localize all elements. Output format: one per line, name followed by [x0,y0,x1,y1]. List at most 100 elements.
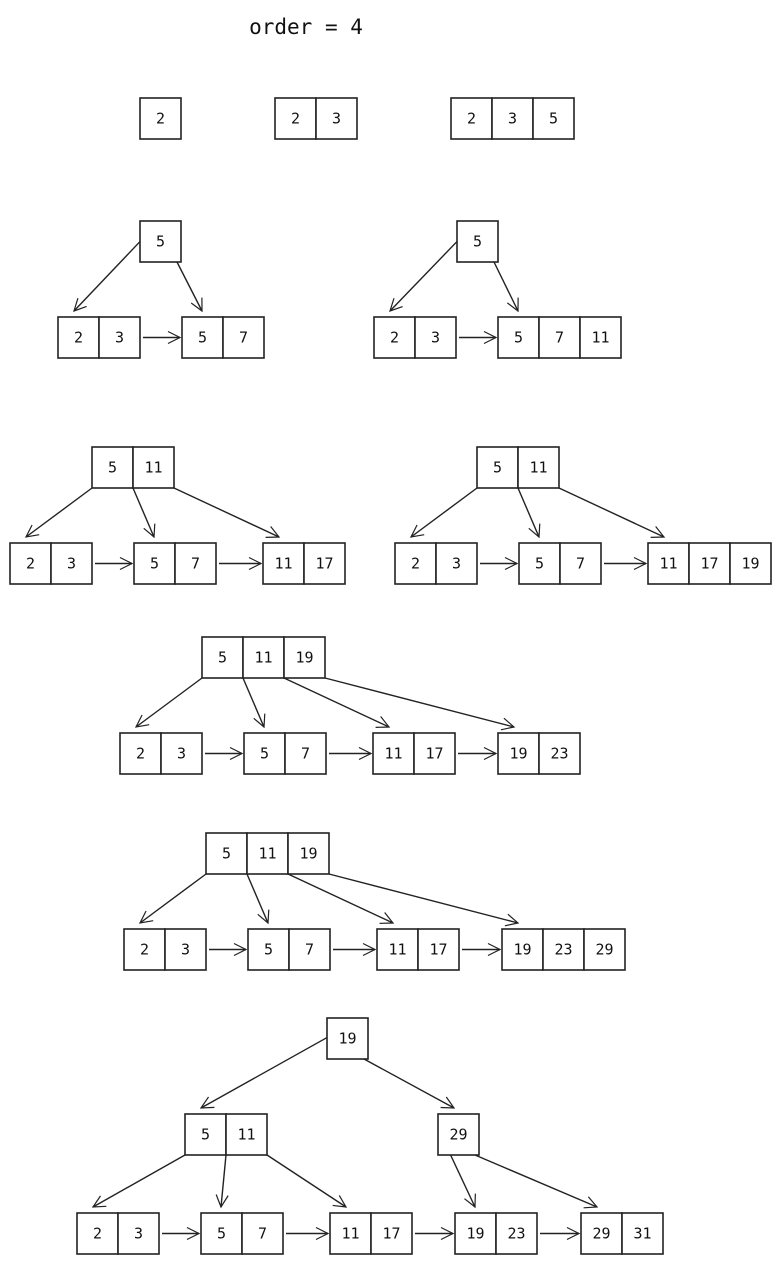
pointer-arrow [389,238,460,312]
pointer-arrow [517,487,541,539]
key-label: 11 [258,845,276,863]
pointer-arrow [283,677,391,728]
key-cell [76,1212,119,1255]
pointer-arrow [474,1154,599,1209]
key-label: 2 [411,555,420,573]
key-label: 2 [136,745,145,763]
key-label: 11 [237,1126,255,1144]
key-cell [729,542,772,585]
key-cell [98,316,141,359]
key-cell [394,542,437,585]
key-cell [184,1113,227,1156]
key-label: 7 [301,745,310,763]
key-label: 7 [555,329,564,347]
pointer-arrow [73,238,143,312]
pointer-arrow [242,677,266,729]
key-cell [315,97,358,140]
key-cell [435,542,478,585]
key-label: 5 [201,1126,210,1144]
pointer-arrow [24,487,93,538]
key-cell [164,928,207,971]
key-cell [225,1113,268,1156]
key-label: 5 [473,233,482,251]
key-label: 5 [108,459,117,477]
key-label: 23 [550,745,568,763]
key-label: 3 [181,941,190,959]
key-label: 7 [576,555,585,573]
key-label: 5 [156,233,165,251]
key-cell [413,732,456,775]
pointer-arrow [493,261,519,313]
key-label: 11 [591,329,609,347]
key-cell [274,97,317,140]
key-cell [538,732,581,775]
key-label: 5 [264,941,273,959]
key-cell [456,220,499,263]
key-label: 7 [258,1225,267,1243]
key-label: 7 [191,555,200,573]
key-cell [532,97,575,140]
key-cell [205,832,248,875]
key-cell [283,636,326,679]
tree-node: 19 [326,1017,369,1060]
key-cell [495,1212,538,1255]
key-label: 3 [115,329,124,347]
key-label: 5 [535,555,544,573]
key-cell [329,1212,372,1255]
key-label: 5 [549,110,558,128]
key-cell [91,446,134,489]
pointer-arrow [409,487,478,538]
key-cell [241,1212,284,1255]
key-cell [326,1017,369,1060]
pointer-arrow [363,1058,456,1109]
key-label: 2 [467,110,476,128]
key-label: 5 [218,649,227,667]
pointer-arrow [91,1154,186,1208]
key-label: 11 [659,555,677,573]
key-cell [242,636,285,679]
key-cell [222,316,265,359]
tree-node: 5 11 [184,1113,268,1156]
key-cell [647,542,690,585]
key-label: 3 [67,555,76,573]
key-cell [284,732,327,775]
key-label: 17 [382,1225,400,1243]
key-label: 5 [198,329,207,347]
key-label: 19 [338,1030,356,1048]
key-label: 17 [429,941,447,959]
key-label: 19 [466,1225,484,1243]
key-label: 2 [93,1225,102,1243]
key-cell [688,542,731,585]
pointer-arrow [558,487,666,538]
key-label: 2 [390,329,399,347]
key-label: 7 [305,941,314,959]
key-label: 2 [26,555,35,573]
key-label: 2 [156,110,165,128]
